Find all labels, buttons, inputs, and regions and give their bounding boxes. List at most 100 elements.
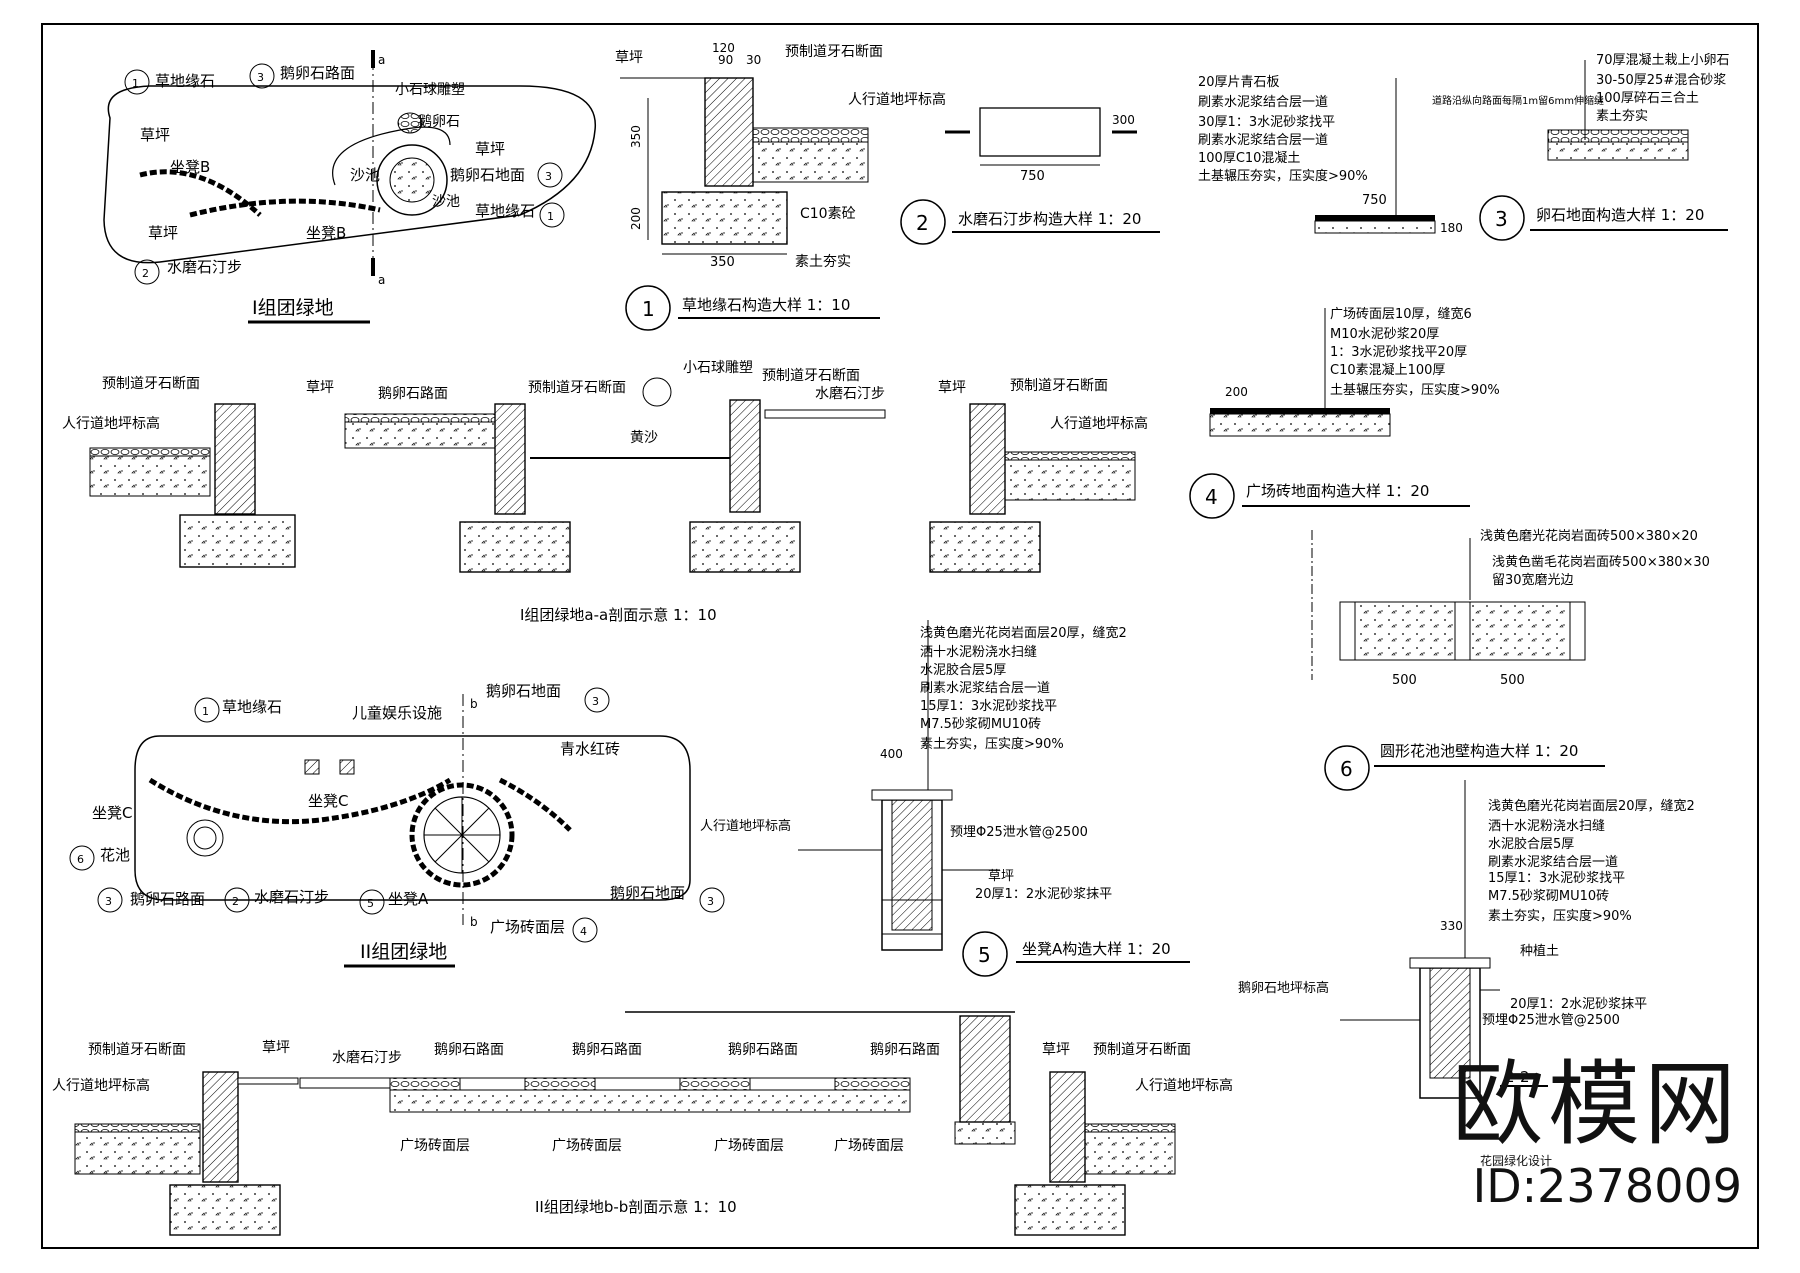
svg-text:100厚碎石三合土: 100厚碎石三合土 [1596, 91, 1699, 106]
watermark-id: ID:2378009 [1472, 1159, 1742, 1213]
svg-text:洒十水泥粉浇水扫缝: 洒十水泥粉浇水扫缝 [1488, 819, 1605, 834]
d1-curb: 预制道牙石断面 [785, 44, 883, 60]
svg-text:750: 750 [1020, 169, 1045, 184]
d1-lawn: 草坪 [615, 50, 643, 66]
d4-title: 广场砖地面构造大样 1：20 [1246, 482, 1429, 500]
d22-title: 2-2 [1505, 1068, 1530, 1086]
svg-text:鹅卵石路面: 鹅卵石路面 [434, 1041, 504, 1058]
svg-text:水磨石汀步: 水磨石汀步 [254, 888, 329, 906]
svg-text:素土夯实: 素土夯实 [1596, 109, 1648, 124]
svg-text:广场砖面层: 广场砖面层 [714, 1138, 784, 1154]
d3-title: 卵石地面构造大样 1：20 [1536, 206, 1704, 224]
svg-text:青水红砖: 青水红砖 [560, 740, 620, 758]
svg-text:5: 5 [367, 897, 374, 910]
svg-text:1: 1 [202, 705, 209, 718]
d5-title: 坐凳A构造大样 1：20 [1022, 940, 1171, 958]
svg-text:1: 1 [547, 210, 554, 223]
svg-text:4: 4 [580, 925, 587, 938]
svg-text:200: 200 [1225, 385, 1248, 399]
svg-text:350: 350 [710, 255, 735, 270]
d4-no: 4 [1205, 485, 1218, 509]
svg-text:浅黄色凿毛花岗岩面砖500×380×30: 浅黄色凿毛花岗岩面砖500×380×30 [1492, 554, 1710, 570]
svg-text:广场砖面层: 广场砖面层 [834, 1138, 904, 1154]
svg-text:广场砖面层: 广场砖面层 [490, 918, 565, 936]
svg-text:水磨石汀步: 水磨石汀步 [815, 386, 885, 402]
plan1-mark-1: 1 [132, 77, 139, 90]
d1-soil: 素土夯实 [795, 254, 851, 270]
svg-text:花池: 花池 [100, 846, 130, 864]
plan-1: a a [103, 50, 596, 287]
plan1-label-sculpture: 小石球雕塑 [395, 82, 465, 98]
d5-no: 5 [978, 943, 991, 967]
plan1-label-cobble: 鹅卵石 [418, 113, 460, 130]
svg-text:黄沙: 黄沙 [630, 429, 658, 446]
detail-5: 浅黄色磨光花岗岩面层20厚，缝宽2 洒十水泥粉浇水扫缝 水泥胶合层5厚 刷素水泥… [700, 620, 1190, 977]
svg-text:鹅卵石路面: 鹅卵石路面 [870, 1041, 940, 1058]
svg-text:小石球雕塑: 小石球雕塑 [683, 360, 753, 376]
plan1-label-lawn: 草坪 [140, 126, 170, 144]
svg-text:草坪: 草坪 [306, 380, 334, 396]
plan1-label-cobble-ground: 鹅卵石地面 [450, 166, 525, 184]
plan1-label-cobble-path: 鹅卵石路面 [280, 64, 355, 82]
svg-text:1：3水泥砂浆找平20厚: 1：3水泥砂浆找平20厚 [1330, 345, 1467, 360]
svg-text:鹅卵石路面: 鹅卵石路面 [572, 1041, 642, 1058]
watermark-category: 花园绿化设计 [1479, 1154, 1552, 1168]
d6-no: 6 [1340, 757, 1353, 781]
d1-sidewalk: 人行道地坪标高 [848, 91, 946, 108]
svg-text:广场砖面层10厚，缝宽6: 广场砖面层10厚，缝宽6 [1330, 306, 1472, 322]
d3-no: 3 [1495, 207, 1508, 231]
svg-text:浅黄色磨光花岗岩面砖500×380×20: 浅黄色磨光花岗岩面砖500×380×20 [1480, 528, 1698, 544]
svg-text:鹅卵石地面: 鹅卵石地面 [486, 682, 561, 700]
svg-text:素土夯实，压实度>90%: 素土夯实，压实度>90% [1488, 908, 1632, 924]
svg-text:180: 180 [1440, 221, 1463, 235]
svg-text:草坪: 草坪 [988, 869, 1014, 884]
plan1-cut-a: a [378, 53, 385, 67]
plan1-label-edge: 草地缘石 [155, 72, 215, 90]
svg-text:浅黄色磨光花岗岩面层20厚，缝宽2: 浅黄色磨光花岗岩面层20厚，缝宽2 [920, 625, 1127, 641]
svg-text:人行道地坪标高: 人行道地坪标高 [1050, 415, 1148, 432]
svg-text:预埋Φ25泄水管@2500: 预埋Φ25泄水管@2500 [950, 825, 1088, 840]
svg-text:330: 330 [1440, 919, 1463, 933]
svg-text:水泥胶合层5厚: 水泥胶合层5厚 [920, 662, 1006, 678]
detail-1 [620, 77, 869, 255]
svg-text:15厚1：3水泥砂浆找平: 15厚1：3水泥砂浆找平 [1488, 871, 1625, 886]
svg-text:M10水泥砂浆20厚: M10水泥砂浆20厚 [1330, 327, 1439, 342]
svg-text:预埋Φ25泄水管@2500: 预埋Φ25泄水管@2500 [1482, 1013, 1620, 1028]
svg-text:15厚1：3水泥砂浆找平: 15厚1：3水泥砂浆找平 [920, 699, 1057, 714]
svg-text:草坪: 草坪 [938, 380, 966, 396]
svg-text:100厚C10混凝土: 100厚C10混凝土 [1198, 150, 1300, 166]
svg-text:a: a [378, 273, 385, 287]
svg-text:儿童娱乐设施: 儿童娱乐设施 [352, 704, 442, 722]
svg-text:3: 3 [105, 895, 112, 908]
sheet-border [41, 23, 1759, 1249]
svg-text:刷素水泥浆结合层一道: 刷素水泥浆结合层一道 [1488, 855, 1618, 870]
svg-text:坐凳C: 坐凳C [92, 804, 132, 822]
svg-text:500: 500 [1500, 673, 1525, 688]
svg-text:b: b [470, 697, 478, 711]
svg-text:水泥胶合层5厚: 水泥胶合层5厚 [1488, 836, 1574, 852]
svg-text:300: 300 [1112, 113, 1135, 127]
svg-text:3: 3 [257, 71, 264, 84]
svg-text:M7.5砂浆砌MU10砖: M7.5砂浆砌MU10砖 [920, 717, 1041, 732]
svg-text:20厚1：2水泥砂浆抹平: 20厚1：2水泥砂浆抹平 [975, 887, 1112, 902]
section-b-title: II组团绿地b-b剖面示意 1：10 [535, 1198, 737, 1216]
svg-text:2: 2 [142, 267, 149, 280]
plan1-title: I组团绿地 [252, 297, 334, 319]
plan1-label-bench-b: 坐凳B [170, 158, 210, 176]
plan2-title: II组团绿地 [360, 941, 447, 963]
svg-text:预制道牙石断面: 预制道牙石断面 [528, 380, 626, 396]
svg-text:人行道地坪标高: 人行道地坪标高 [700, 818, 791, 834]
svg-text:M7.5砂浆砌MU10砖: M7.5砂浆砌MU10砖 [1488, 889, 1609, 904]
svg-text:坐凳A: 坐凳A [388, 890, 429, 908]
d6-title: 圆形花池池壁构造大样 1：20 [1380, 742, 1578, 760]
svg-text:草地缘石: 草地缘石 [222, 698, 282, 716]
detail-4: 广场砖面层10厚，缝宽6 M10水泥砂浆20厚 1：3水泥砂浆找平20厚 C10… [1189, 306, 1500, 519]
svg-text:350: 350 [629, 125, 643, 148]
svg-text:土基辗压夯实，压实度>90%: 土基辗压夯实，压实度>90% [1198, 168, 1368, 184]
svg-text:种植土: 种植土 [1520, 944, 1559, 959]
d2-title: 水磨石汀步构造大样 1：20 [958, 210, 1141, 228]
svg-text:土基辗压夯实，压实度>90%: 土基辗压夯实，压实度>90% [1330, 382, 1500, 398]
svg-text:鹅卵石路面: 鹅卵石路面 [728, 1041, 798, 1058]
svg-text:20厚1：2水泥砂浆抹平: 20厚1：2水泥砂浆抹平 [1510, 997, 1647, 1012]
d1-title: 草地缘石构造大样 1：10 [682, 296, 850, 314]
